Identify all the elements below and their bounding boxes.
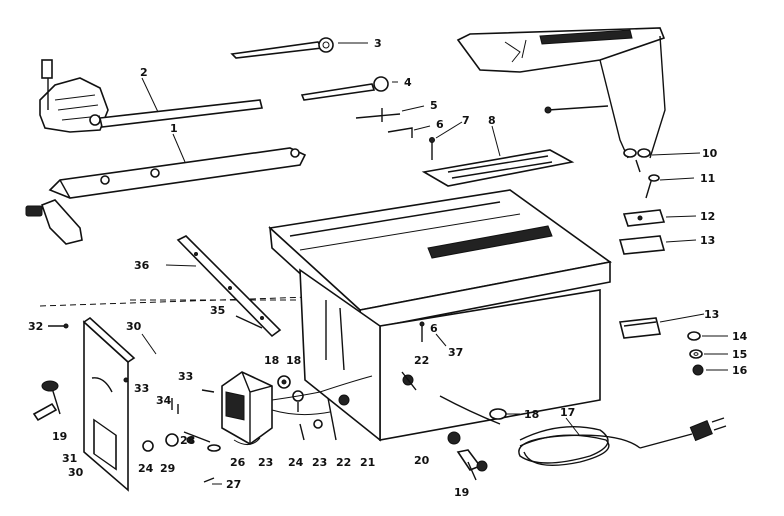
saw-table-body	[268, 189, 612, 442]
motor-switch-box	[221, 371, 273, 445]
callout-15: 15	[732, 348, 747, 361]
callout-33a: 33	[134, 382, 149, 395]
callout-33b: 33	[178, 370, 193, 383]
screw-22a	[419, 321, 425, 342]
callout-22b: 22	[336, 456, 351, 469]
part-24b	[299, 423, 305, 441]
callout-14: 14	[732, 330, 748, 343]
callout-18a: 18	[264, 354, 279, 367]
screw-32	[48, 323, 69, 329]
callout-35: 35	[210, 304, 225, 317]
callout-32: 32	[28, 320, 43, 333]
rail-36	[176, 235, 282, 338]
callout-13a: 13	[700, 234, 715, 247]
part-18a	[277, 375, 291, 389]
miter-gauge-bar	[99, 99, 263, 128]
washer-10	[623, 148, 651, 173]
bracket-12	[622, 209, 666, 227]
callout-37: 37	[448, 346, 463, 359]
callout-18c: 18	[524, 408, 539, 421]
callout-23a: 23	[258, 456, 273, 469]
screw-5	[355, 108, 401, 122]
side-panel	[82, 316, 136, 492]
part-24a	[142, 440, 154, 452]
callout-28: 28	[180, 434, 195, 447]
callout-30-bottom: 30	[68, 466, 84, 479]
callout-16: 16	[732, 364, 748, 377]
callout-3: 3	[374, 37, 382, 50]
callout-34: 34	[156, 394, 172, 407]
screw-7	[429, 137, 435, 160]
screw-33b	[201, 389, 215, 393]
callout-8: 8	[488, 114, 496, 127]
callout-21: 21	[360, 456, 375, 469]
callout-23b: 23	[312, 456, 327, 469]
callout-27: 27	[226, 478, 241, 491]
callout-24a: 24	[138, 462, 154, 475]
bolt-11	[645, 174, 660, 199]
part-22b	[327, 397, 337, 441]
callout-1: 1	[170, 122, 178, 135]
part-29	[165, 433, 179, 447]
wrench-3	[230, 37, 334, 59]
part-20	[447, 431, 461, 445]
handle-19a	[32, 380, 61, 422]
nut-16	[692, 364, 704, 376]
callout-20: 20	[414, 454, 430, 467]
callout-36: 36	[134, 259, 150, 272]
callout-2: 2	[140, 66, 148, 79]
callout-18b: 18	[286, 354, 301, 367]
handle-19b	[456, 449, 488, 481]
callout-24b: 24	[288, 456, 304, 469]
callout-13b: 13	[704, 308, 719, 321]
callout-7: 7	[462, 114, 470, 127]
callout-12: 12	[700, 210, 715, 223]
callout-6b: 6	[430, 322, 438, 335]
part-18b	[292, 390, 304, 412]
wrench-4	[300, 76, 389, 101]
rip-fence	[25, 147, 307, 245]
callout-17: 17	[560, 406, 575, 419]
part-23b	[313, 419, 323, 429]
callout-30-top: 30	[126, 320, 142, 333]
callout-22a: 22	[414, 354, 429, 367]
screw-35	[235, 315, 263, 329]
callout-4: 4	[404, 76, 412, 89]
callout-29: 29	[160, 462, 175, 475]
washer-14	[687, 331, 701, 341]
part-27	[203, 477, 215, 483]
callout-6: 6	[436, 118, 444, 131]
callout-19b: 19	[454, 486, 469, 499]
cord-clamp-18	[489, 408, 507, 420]
bracket-13b	[619, 317, 661, 339]
callout-10: 10	[702, 147, 718, 160]
throat-plate	[421, 149, 575, 187]
key-6	[387, 127, 413, 138]
blade-guard	[456, 27, 666, 159]
part-28	[183, 431, 211, 444]
power-cord	[439, 395, 727, 467]
callout-11: 11	[700, 172, 715, 185]
bracket-13a	[618, 235, 666, 255]
miter-gauge	[39, 59, 109, 133]
callout-19a: 19	[52, 430, 67, 443]
part-26	[207, 444, 221, 452]
callout-31: 31	[62, 452, 77, 465]
callout-5: 5	[430, 99, 438, 112]
callout-26: 26	[230, 456, 246, 469]
washer-15	[689, 349, 703, 359]
part-21	[338, 394, 350, 406]
